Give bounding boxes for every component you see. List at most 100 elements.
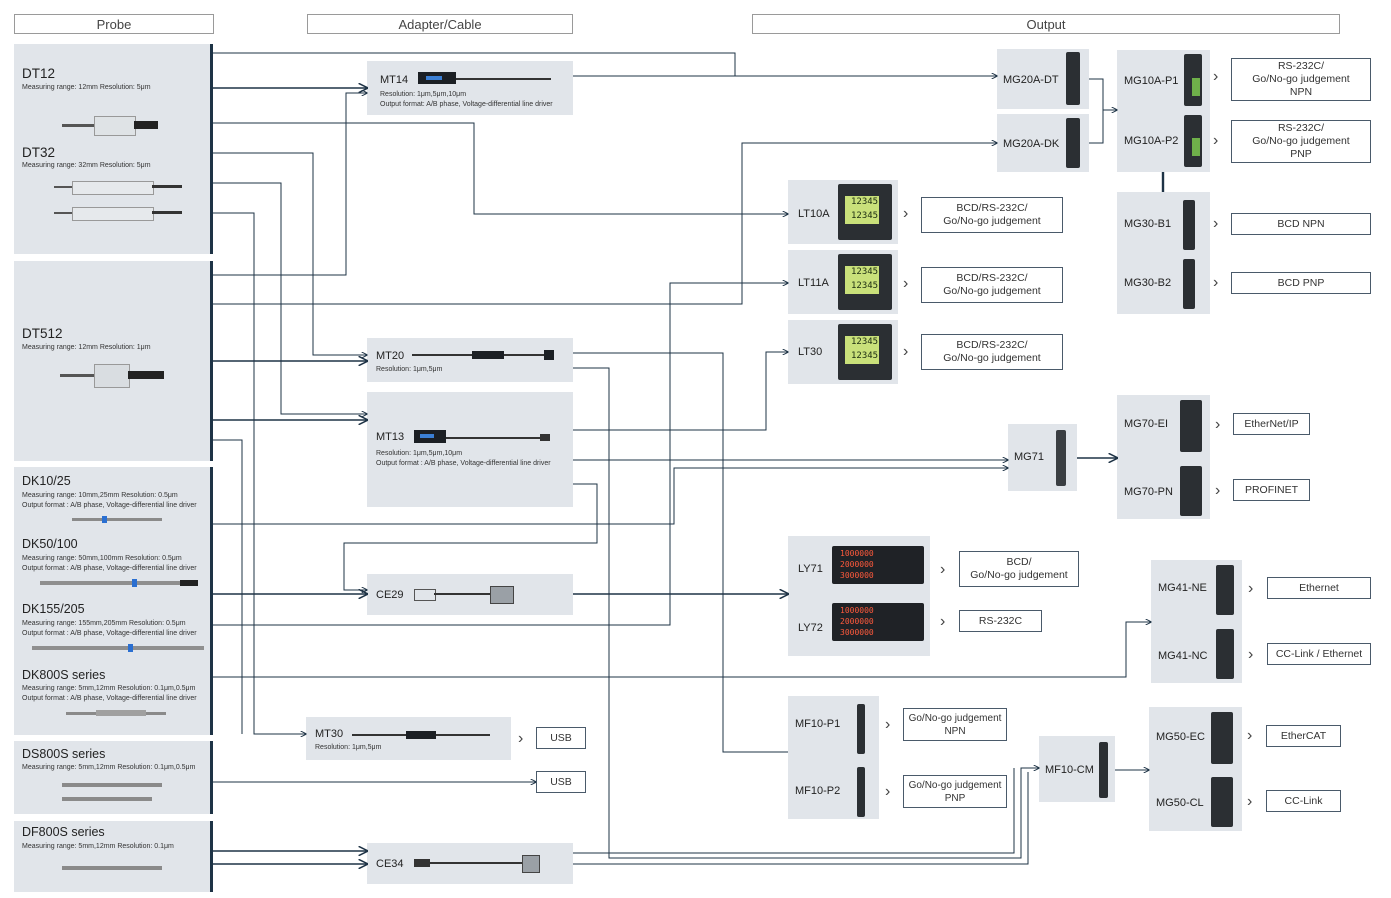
device-label-mg50-ec: MG50-EC [1156, 731, 1205, 743]
chevron-right-icon: › [885, 783, 891, 800]
adapter-box-mt14[interactable] [367, 61, 573, 115]
adapter-spec-mt14-out: Output format: A/B phase, Voltage-differ… [380, 101, 553, 108]
meter-digits-lt30-2: 12345 [851, 351, 879, 361]
device-image-mg30-b1 [1183, 200, 1195, 250]
device-image-mg70-ei [1180, 400, 1202, 452]
device-label-mg70-ei: MG70-EI [1124, 418, 1169, 430]
ly72-digits-1: 1000000 [840, 606, 874, 615]
probe-spec-dk155-output: Output format : A/B phase, Voltage-diffe… [22, 630, 197, 637]
device-label-mg20a-dk: MG20A-DK [1003, 138, 1060, 150]
adapter-image-mt14 [418, 72, 553, 86]
probe-panel-df800 [14, 821, 213, 892]
device-image-mg30-b2 [1183, 259, 1195, 309]
wire-mt20-mf10 [573, 352, 788, 753]
probe-image-dt12 [62, 112, 162, 140]
meter-image-ly71 [832, 546, 924, 584]
ly71-digits-3: 3000000 [840, 571, 874, 580]
device-image-mg41-ne [1216, 565, 1234, 615]
ly72-digits-2: 2000000 [840, 617, 874, 626]
probe-name-dk10: DK10/25 [22, 474, 71, 488]
probe-name-ds800: DS800S series [22, 747, 106, 761]
device-label-lt30: LT30 [798, 346, 823, 358]
device-image-mf10-p2 [857, 767, 865, 817]
wire-dt32-mt13 [213, 182, 367, 414]
device-terminal-mg10a-p1 [1192, 78, 1200, 96]
wire-dt32-mt20 [213, 152, 367, 355]
output-mg70-ei: EtherNet/IP [1233, 413, 1310, 435]
ly72-digits-3: 3000000 [840, 628, 874, 637]
probe-spec-dt12: Measuring range: 12mm Resolution: 5μm [22, 84, 151, 91]
adapter-image-mt13 [414, 430, 550, 444]
adapter-name-mt14: MT14 [380, 74, 409, 86]
probe-panel-dt512 [14, 261, 213, 461]
wire-ce34-mf10-a [573, 768, 1015, 854]
device-label-mg70-pn: MG70-PN [1124, 486, 1173, 498]
wire-dt12-lt10a [213, 122, 788, 214]
probe-name-dk50: DK50/100 [22, 537, 78, 551]
probe-name-dt12: DT12 [22, 66, 56, 81]
ly71-digits-1: 1000000 [840, 549, 874, 558]
output-mg41-ne: Ethernet [1267, 577, 1371, 599]
chevron-right-icon: › [903, 205, 909, 222]
output-mf10-p2: Go/No-go judgement PNP [903, 775, 1007, 808]
adapter-name-mt13: MT13 [376, 431, 405, 443]
output-lt11a: BCD/RS-232C/ Go/No-go judgement [921, 267, 1063, 303]
probe-image-dt32-a [54, 180, 184, 195]
ly71-digits-2: 2000000 [840, 560, 874, 569]
device-label-mg41-nc: MG41-NC [1158, 650, 1208, 662]
output-mg70-pn: PROFINET [1233, 479, 1310, 501]
device-label-mg10a-p1: MG10A-P1 [1124, 75, 1179, 87]
adapter-name-mt20: MT20 [376, 350, 405, 362]
probe-spec-dk800-range: Measuring range: 5mm,12mm Resolution: 0.… [22, 685, 196, 692]
output-mf10-p1: Go/No-go judgement NPN [903, 708, 1007, 741]
adapter-spec-mt30-res: Resolution: 1μm,5μm [315, 744, 382, 751]
probe-image-dk155 [32, 644, 204, 652]
output-mg10a-p1: RS-232C/ Go/No-go judgement NPN [1231, 58, 1371, 101]
device-terminal-mg10a-p2 [1192, 138, 1200, 156]
header-adapter-cable: Adapter/Cable [307, 14, 573, 34]
adapter-box-mt20[interactable] [367, 338, 573, 382]
device-label-mg30-b2: MG30-B2 [1124, 277, 1172, 289]
probe-spec-dk10-range: Measuring range: 10mm,25mm Resolution: 0… [22, 492, 178, 499]
probe-image-dt32-b [54, 206, 184, 221]
adapter-box-mt13[interactable] [367, 392, 573, 507]
chevron-right-icon: › [903, 343, 909, 360]
wire-dt512-mt14 [213, 93, 367, 276]
meter-digits-lt11a-2: 12345 [851, 281, 879, 291]
chevron-right-icon: › [940, 613, 946, 630]
meter-digits-lt11a-1: 12345 [851, 267, 879, 277]
device-image-mg70-pn [1180, 466, 1202, 516]
chevron-right-icon: › [1248, 580, 1254, 597]
probe-image-dk50 [40, 579, 198, 587]
device-image-mg71 [1056, 430, 1066, 486]
wire-dk10-mg71 [213, 468, 1008, 525]
device-label-lt11a: LT11A [798, 277, 829, 289]
device-label-mg10a-p2: MG10A-P2 [1124, 135, 1179, 147]
chevron-right-icon: › [903, 275, 909, 292]
device-image-mg50-ec [1211, 712, 1233, 764]
wire-ce34-mf10-b [573, 772, 1029, 865]
probe-panel-ds800 [14, 741, 213, 814]
adapter-spec-mt13-res: Resolution: 1μm,5μm,10μm [376, 450, 463, 457]
wire-mt13-lt [573, 352, 788, 431]
chevron-right-icon: › [518, 730, 524, 747]
adapter-spec-mt13-out: Output format : A/B phase, Voltage-diffe… [376, 460, 551, 467]
output-ly72: RS-232C [959, 610, 1042, 632]
device-label-mg50-cl: MG50-CL [1156, 797, 1204, 809]
adapter-image-ce29 [414, 586, 514, 604]
device-image-mg41-nc [1216, 629, 1234, 679]
meter-digits-lt30-1: 12345 [851, 337, 879, 347]
device-image-mg20a-dt [1066, 52, 1080, 105]
device-label-mf10-p1: MF10-P1 [795, 718, 841, 730]
probe-name-dt512: DT512 [22, 326, 63, 341]
probe-name-dk800: DK800S series [22, 668, 106, 682]
chevron-right-icon: › [1248, 646, 1254, 663]
wire-dk800-mg41 [213, 622, 1151, 678]
adapter-image-ce34 [414, 855, 540, 873]
adapter-image-mt20 [412, 350, 554, 360]
wire-dk155-lt [213, 283, 788, 626]
meter-screen-lt30 [845, 336, 879, 364]
adapter-spec-mt14-res: Resolution: 1μm,5μm,10μm [380, 91, 467, 98]
output-mg50-ec: EtherCAT [1266, 725, 1341, 747]
wire-mg20a-merge [1089, 78, 1104, 144]
